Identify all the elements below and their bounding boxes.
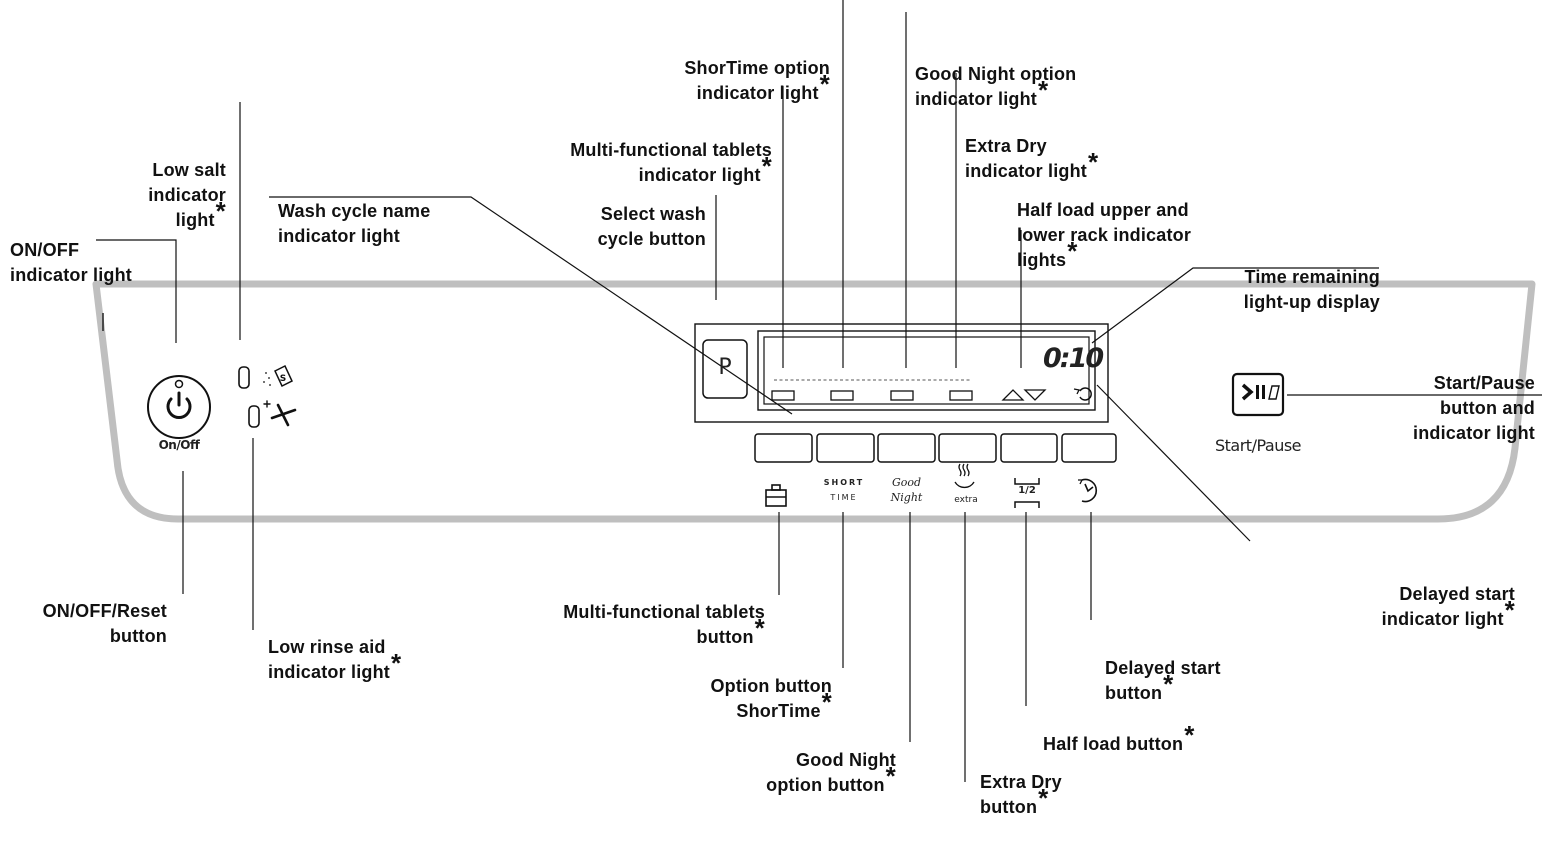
good-night-button[interactable] (878, 434, 935, 462)
panel-illustration: S (92, 0, 1542, 782)
multi-tablets-button[interactable] (755, 434, 812, 462)
onoff-reset-button[interactable] (148, 376, 210, 438)
leader-delayed-start-light (1096, 384, 1251, 542)
rinse-aid-icon (263, 400, 297, 427)
display-bezel (694, 323, 1109, 423)
panel-outline (92, 280, 1536, 523)
option-indicator-lights (771, 390, 973, 401)
onoff-button-graphic (147, 375, 211, 439)
start-pause-button[interactable] (1233, 374, 1283, 415)
salt-icon: S (263, 364, 293, 388)
leader-onoff-indicator (96, 239, 177, 343)
rinse-indicator-light (248, 405, 260, 428)
multi-tablets-icon (765, 484, 787, 507)
callout-half-load-button: Half load button* (1043, 720, 1195, 754)
delayed-start-button[interactable] (1062, 434, 1116, 462)
svg-text:S: S (280, 374, 286, 384)
power-icon (166, 397, 192, 419)
extra-dry-label: extra (954, 495, 978, 505)
extra-dry-icon (954, 463, 975, 489)
extra-dry-button[interactable] (939, 434, 996, 462)
onoff-button-label: On/Off (158, 438, 200, 452)
shortime-button[interactable] (817, 434, 874, 462)
control-panel-diagram: S (10, 0, 1542, 817)
half-load-icon (1014, 478, 1040, 508)
play-icon (1241, 383, 1254, 401)
delayed-start-icon (1078, 478, 1097, 503)
leader-lines (96, 0, 1542, 782)
start-pause-button-label: Start/Pause (1214, 436, 1302, 455)
pause-icon (1256, 385, 1259, 399)
time-remaining-display: 0:10 (1043, 343, 1104, 374)
delayed-start-indicator-icon (1073, 387, 1092, 401)
half-load-indicator-triangles (1001, 389, 1047, 401)
salt-indicator-light (238, 366, 250, 389)
display-window-inner (763, 336, 1090, 405)
start-pause-button-frame (1231, 372, 1285, 417)
option-buttons-row (754, 433, 1117, 463)
program-button[interactable]: P (718, 355, 732, 380)
leader-time-remaining (1091, 267, 1379, 344)
leader-wash-cycle-name (269, 196, 793, 415)
half-load-button[interactable] (1001, 434, 1057, 462)
display-window-outer (757, 330, 1096, 411)
half-load-label: 1/2 (1018, 485, 1036, 496)
short-time-bottom-label: TIME (830, 493, 858, 502)
good-night-bottom-label: Night (890, 491, 923, 504)
program-button-frame (702, 339, 748, 399)
good-night-top-label: Good (891, 476, 922, 489)
start-pause-indicator-light (1268, 385, 1280, 400)
short-time-top-label: SHORT (823, 478, 865, 487)
